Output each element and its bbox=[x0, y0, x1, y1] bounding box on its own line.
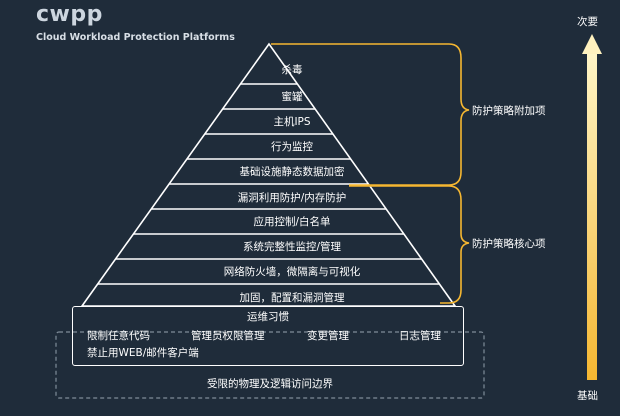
ops-item-restrict-code: 限制任意代码 bbox=[87, 330, 150, 342]
layer-label-hardening-config: 加固，配置和漏洞管理 bbox=[239, 292, 345, 304]
ops-item-disable-web-mail: 禁止用WEB/邮件客户端 bbox=[87, 347, 199, 359]
layer-label-behavior-monitoring: 行为监控 bbox=[271, 141, 313, 153]
layer-label-exploit-memory-protection: 漏洞利用防护/内存防护 bbox=[237, 192, 347, 204]
ops-habits-title: 运维习惯 bbox=[247, 311, 289, 323]
layer-label-system-integrity: 系统完整性监控/管理 bbox=[242, 241, 342, 253]
layer-label-network-firewall: 网络防火墙，微隔离与可视化 bbox=[223, 266, 361, 278]
pyramid-layer-dividers bbox=[97, 83, 440, 285]
priority-arrow-head bbox=[582, 34, 602, 54]
priority-arrow-shaft bbox=[587, 52, 597, 380]
ops-item-log-management: 日志管理 bbox=[399, 330, 441, 342]
core-bracket bbox=[349, 185, 470, 304]
layer-label-antivirus: 杀毒 bbox=[281, 64, 303, 76]
layer-label-static-data-encryption: 基础设施静态数据加密 bbox=[239, 166, 345, 178]
diagram-subtitle: Cloud Workload Protection Platforms bbox=[36, 32, 235, 43]
ops-item-admin-privilege: 管理员权限管理 bbox=[191, 330, 265, 342]
foundation-dashed-box bbox=[55, 331, 485, 399]
core-bracket-label: 防护策略核心项 bbox=[472, 238, 546, 250]
addon-bracket bbox=[271, 43, 470, 186]
arrow-bottom-label: 基础 bbox=[577, 390, 598, 402]
arrow-top-label: 次要 bbox=[577, 16, 598, 28]
ops-item-change-management: 变更管理 bbox=[307, 330, 349, 342]
foundation-label: 受限的物理及逻辑访问边界 bbox=[207, 378, 333, 390]
addon-bracket-label: 防护策略附加项 bbox=[472, 105, 546, 117]
diagram-title: cwpp bbox=[36, 2, 103, 27]
layer-label-honeypot: 蜜罐 bbox=[281, 91, 303, 103]
layer-label-app-control-whitelist: 应用控制/白名单 bbox=[253, 216, 331, 228]
layer-label-host-ips: 主机IPS bbox=[273, 116, 311, 128]
ops-habits-box: 运维习惯 限制任意代码 管理员权限管理 变更管理 日志管理 禁止用WEB/邮件客… bbox=[72, 306, 464, 366]
